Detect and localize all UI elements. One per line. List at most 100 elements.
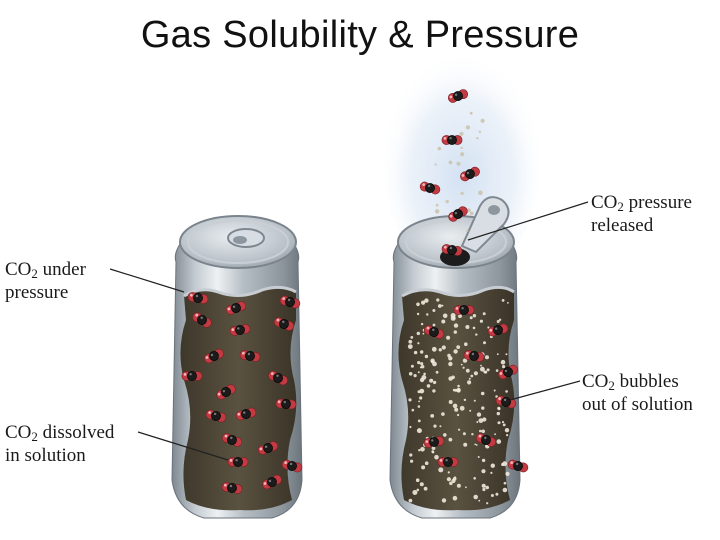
gas-bubble — [454, 323, 458, 327]
gas-bubble — [460, 152, 464, 156]
gas-bubble — [506, 434, 508, 436]
gas-bubble — [459, 132, 463, 136]
gas-bubble — [420, 482, 424, 486]
gas-bubble — [448, 376, 452, 380]
gas-bubble — [479, 131, 481, 133]
gas-bubble — [412, 409, 415, 412]
gas-bubble — [478, 456, 480, 458]
gas-bubble — [425, 355, 428, 358]
gas-bubble — [410, 460, 413, 463]
gas-bubble — [417, 332, 420, 335]
gas-bubble — [505, 353, 507, 355]
gas-bubble — [503, 488, 508, 493]
gas-bubble — [432, 389, 435, 392]
gas-bubble — [469, 378, 471, 380]
gas-bubble — [426, 313, 428, 315]
gas-bubble — [461, 364, 463, 366]
opened-can — [390, 197, 520, 518]
gas-bubble — [411, 365, 414, 368]
gas-bubble — [408, 340, 412, 344]
gas-bubble — [453, 496, 458, 501]
co2-molecule-icon — [182, 371, 202, 380]
gas-bubble — [480, 320, 483, 323]
gas-bubble — [430, 414, 434, 418]
gas-bubble — [436, 371, 439, 374]
gas-bubble — [447, 354, 451, 358]
gas-bubble — [504, 482, 507, 485]
gas-bubble — [460, 147, 462, 149]
gas-bubble — [485, 486, 489, 490]
gas-bubble — [423, 373, 426, 376]
gas-bubble — [483, 312, 486, 315]
gas-bubble — [483, 371, 486, 374]
gas-bubble — [499, 319, 501, 321]
gas-bubble — [433, 324, 436, 327]
gas-bubble — [495, 493, 498, 496]
gas-bubble — [467, 380, 471, 384]
gas-bubble — [476, 137, 478, 139]
gas-bubble — [466, 230, 468, 232]
leader-bubbles — [510, 381, 580, 400]
gas-bubble — [498, 408, 501, 411]
gas-bubble — [434, 455, 439, 460]
gas-bubble — [416, 303, 420, 307]
gas-bubble — [409, 426, 411, 428]
gas-bubble — [453, 349, 457, 353]
gas-bubble — [432, 362, 437, 367]
gas-bubble — [469, 410, 471, 412]
gas-bubble — [457, 385, 460, 388]
gas-bubble — [466, 125, 470, 129]
gas-bubble — [438, 467, 443, 472]
gas-bubble — [417, 489, 420, 492]
gas-bubble — [470, 112, 473, 115]
gas-bubble — [435, 163, 437, 165]
gas-bubble — [448, 471, 450, 473]
gas-bubble — [502, 365, 505, 368]
gas-bubble — [457, 162, 461, 166]
gas-bubble — [463, 367, 465, 369]
gas-bubble — [438, 147, 442, 151]
gas-bubble — [482, 488, 485, 491]
gas-bubble — [418, 371, 420, 373]
gas-bubble — [505, 472, 509, 476]
gas-bubble — [442, 345, 446, 349]
gas-bubble — [424, 487, 428, 491]
gas-bubble — [419, 396, 422, 399]
gas-bubble — [420, 447, 425, 452]
gas-bubble — [464, 342, 468, 346]
gas-bubble — [476, 444, 478, 446]
gas-bubble — [418, 449, 420, 451]
co2-molecule-icon — [442, 135, 462, 144]
gas-bubble — [474, 400, 476, 402]
gas-bubble — [461, 192, 464, 195]
gas-bubble — [421, 465, 425, 469]
gas-bubble — [470, 316, 473, 319]
gas-bubble — [417, 361, 420, 364]
gas-bubble — [412, 490, 417, 495]
gas-bubble — [481, 392, 485, 396]
gas-bubble — [505, 428, 509, 432]
gas-bubble — [473, 314, 476, 317]
gas-bubble — [498, 421, 501, 424]
gas-bubble — [480, 365, 482, 367]
gas-bubble — [409, 372, 413, 376]
gas-bubble — [470, 212, 474, 216]
gas-bubble — [458, 429, 460, 431]
gas-bubble — [486, 502, 488, 504]
gas-bubble — [422, 375, 427, 380]
gas-bubble — [414, 374, 417, 377]
gas-bubble — [436, 204, 439, 207]
gas-bubble — [447, 477, 451, 481]
gas-bubble — [503, 424, 506, 427]
sealed-can — [172, 216, 302, 518]
gas-bubble — [409, 453, 412, 456]
gas-bubble — [421, 323, 423, 325]
gas-bubble — [436, 298, 439, 301]
label-co2-under-pressure: CO2 under pressure — [5, 258, 86, 304]
gas-bubble — [465, 486, 467, 488]
gas-bubble — [420, 350, 423, 353]
gas-bubble — [477, 412, 481, 416]
gas-bubble — [501, 360, 506, 365]
pull-tab-icon — [228, 229, 264, 247]
gas-bubble — [455, 389, 458, 392]
